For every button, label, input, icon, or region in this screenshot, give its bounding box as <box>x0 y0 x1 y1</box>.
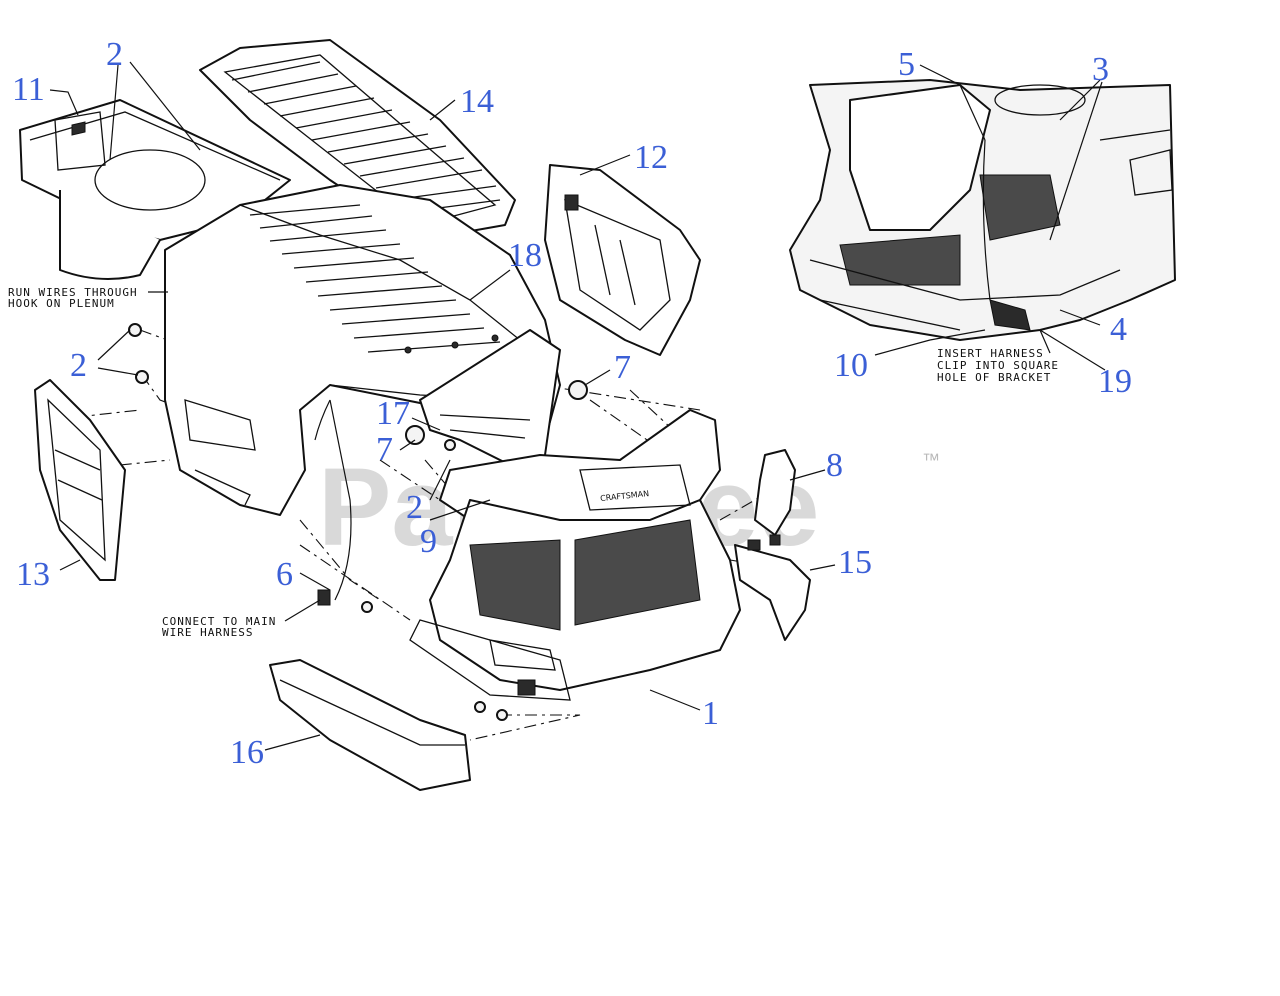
fasteners <box>128 323 588 721</box>
callout-5: 5 <box>898 46 915 83</box>
lower-trim-piece <box>269 659 471 791</box>
callout-2-top: 2 <box>106 36 123 73</box>
callout-4: 4 <box>1110 311 1127 348</box>
side-panel-right <box>544 164 701 356</box>
callout-15: 15 <box>838 544 872 581</box>
callout-7-left: 7 <box>376 431 393 468</box>
callout-12: 12 <box>634 139 668 176</box>
side-clip-panel <box>754 449 796 536</box>
callout-18: 18 <box>508 237 542 274</box>
callout-16: 16 <box>230 734 264 771</box>
hood-grille-panel <box>199 39 516 241</box>
leader-lines <box>49 61 1106 751</box>
callout-19: 19 <box>1098 363 1132 400</box>
wire-harness <box>314 399 352 606</box>
callout-2-left: 2 <box>70 347 87 384</box>
watermark-trademark: ™ <box>922 450 940 470</box>
callout-1: 1 <box>702 695 719 732</box>
callout-8: 8 <box>826 447 843 484</box>
note-plenum-line1: RUN WIRES THROUGH <box>8 286 138 299</box>
callout-11: 11 <box>12 71 45 108</box>
note-insert-line2: CLIP INTO SQUARE <box>937 359 1059 372</box>
front-grille-bumper <box>409 409 741 701</box>
plenum-part <box>19 99 291 280</box>
callout-17: 17 <box>376 395 410 432</box>
callout-13: 13 <box>16 556 50 593</box>
corner-panel-right <box>734 534 811 641</box>
callout-6: 6 <box>276 556 293 593</box>
callout-9: 9 <box>420 523 437 560</box>
inset-detail-view <box>789 79 1176 341</box>
note-insert-line3: HOLE OF BRACKET <box>937 371 1051 384</box>
hood-part <box>164 184 561 516</box>
callout-3: 3 <box>1092 51 1109 88</box>
note-harness-line2: WIRE HARNESS <box>162 626 253 639</box>
side-panel-left <box>34 379 126 581</box>
note-harness-line1: CONNECT TO MAIN <box>162 615 276 628</box>
callout-2-center: 2 <box>406 489 423 526</box>
note-insert-line1: INSERT HARNESS <box>937 347 1044 360</box>
note-plenum-line2: HOOK ON PLENUM <box>8 297 115 310</box>
callout-14: 14 <box>460 83 494 120</box>
callout-10: 10 <box>834 347 868 384</box>
callout-7-right: 7 <box>614 349 631 386</box>
